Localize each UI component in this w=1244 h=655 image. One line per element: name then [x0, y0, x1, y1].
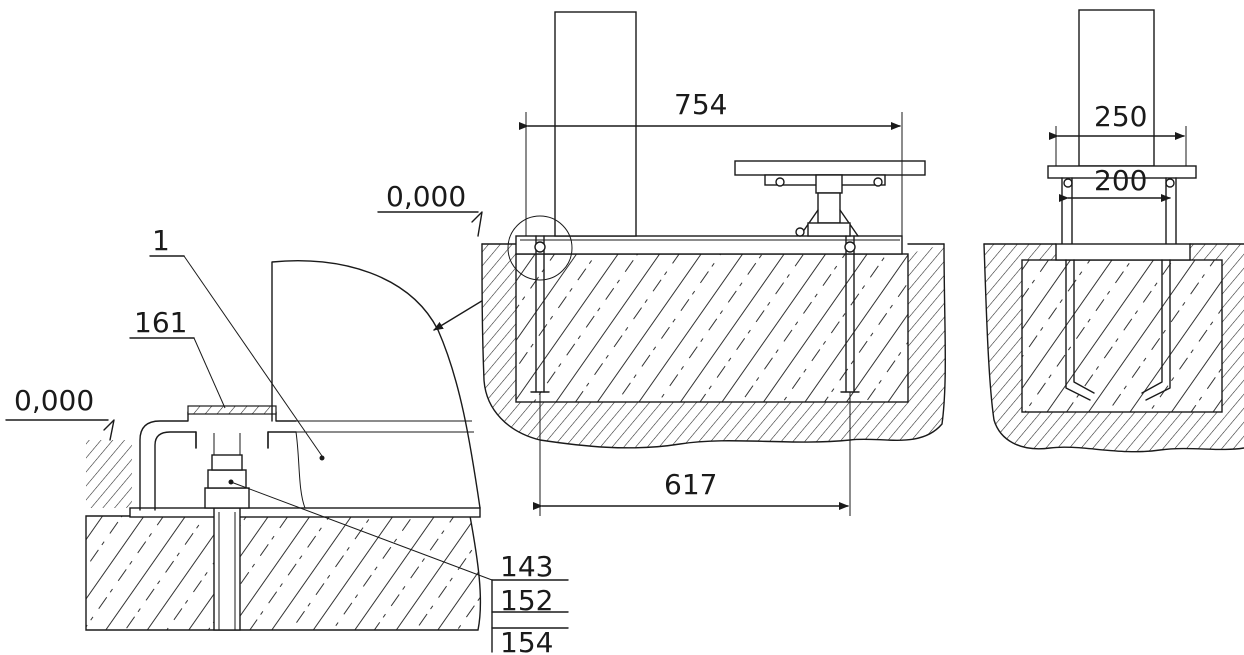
left-column-outline: [271, 259, 481, 509]
dimension-754: 754: [519, 88, 903, 236]
right-base-plate: [1055, 243, 1191, 261]
detail-circle: [507, 215, 573, 281]
dimension-754-label: 754: [674, 88, 727, 121]
dimension-250-label: 250: [1094, 100, 1147, 133]
callout-item-161-label: 161: [134, 306, 187, 339]
datum-mid-label: 0,000: [386, 180, 466, 213]
callout-item-1: 1: [149, 224, 325, 461]
dimension-200: 200: [1059, 164, 1171, 202]
dimension-250: 250: [1049, 100, 1187, 166]
dimension-200-label: 200: [1094, 164, 1147, 197]
left-concrete-slab: [85, 515, 482, 631]
callout-stack: 143 152 154: [228, 479, 569, 655]
callout-stack-label-2: 152: [500, 584, 553, 617]
middle-base-plate: [515, 235, 903, 255]
right-section-view: 250 200: [983, 9, 1244, 453]
dimension-617-label: 617: [664, 468, 717, 501]
datum-left-label: 0,000: [14, 384, 94, 417]
right-column: [1078, 9, 1155, 167]
middle-column: [554, 11, 637, 237]
datum-marker-left: 0,000: [5, 384, 115, 441]
middle-anchor-bolts: [530, 235, 860, 393]
callout-stack-label-3: 154: [500, 626, 553, 655]
callout-item-1-label: 1: [152, 224, 170, 257]
dimension-617: 617: [533, 392, 851, 516]
adjustable-support: [734, 160, 926, 237]
datum-marker-mid: 0,000: [377, 180, 483, 237]
middle-section-view: 0,000 754 617: [377, 11, 947, 516]
callout-stack-label-1: 143: [500, 550, 553, 583]
callout-item-161: 161: [129, 306, 226, 409]
left-enlarged-detail: 0,000 1 161 143 152 154: [5, 224, 569, 655]
